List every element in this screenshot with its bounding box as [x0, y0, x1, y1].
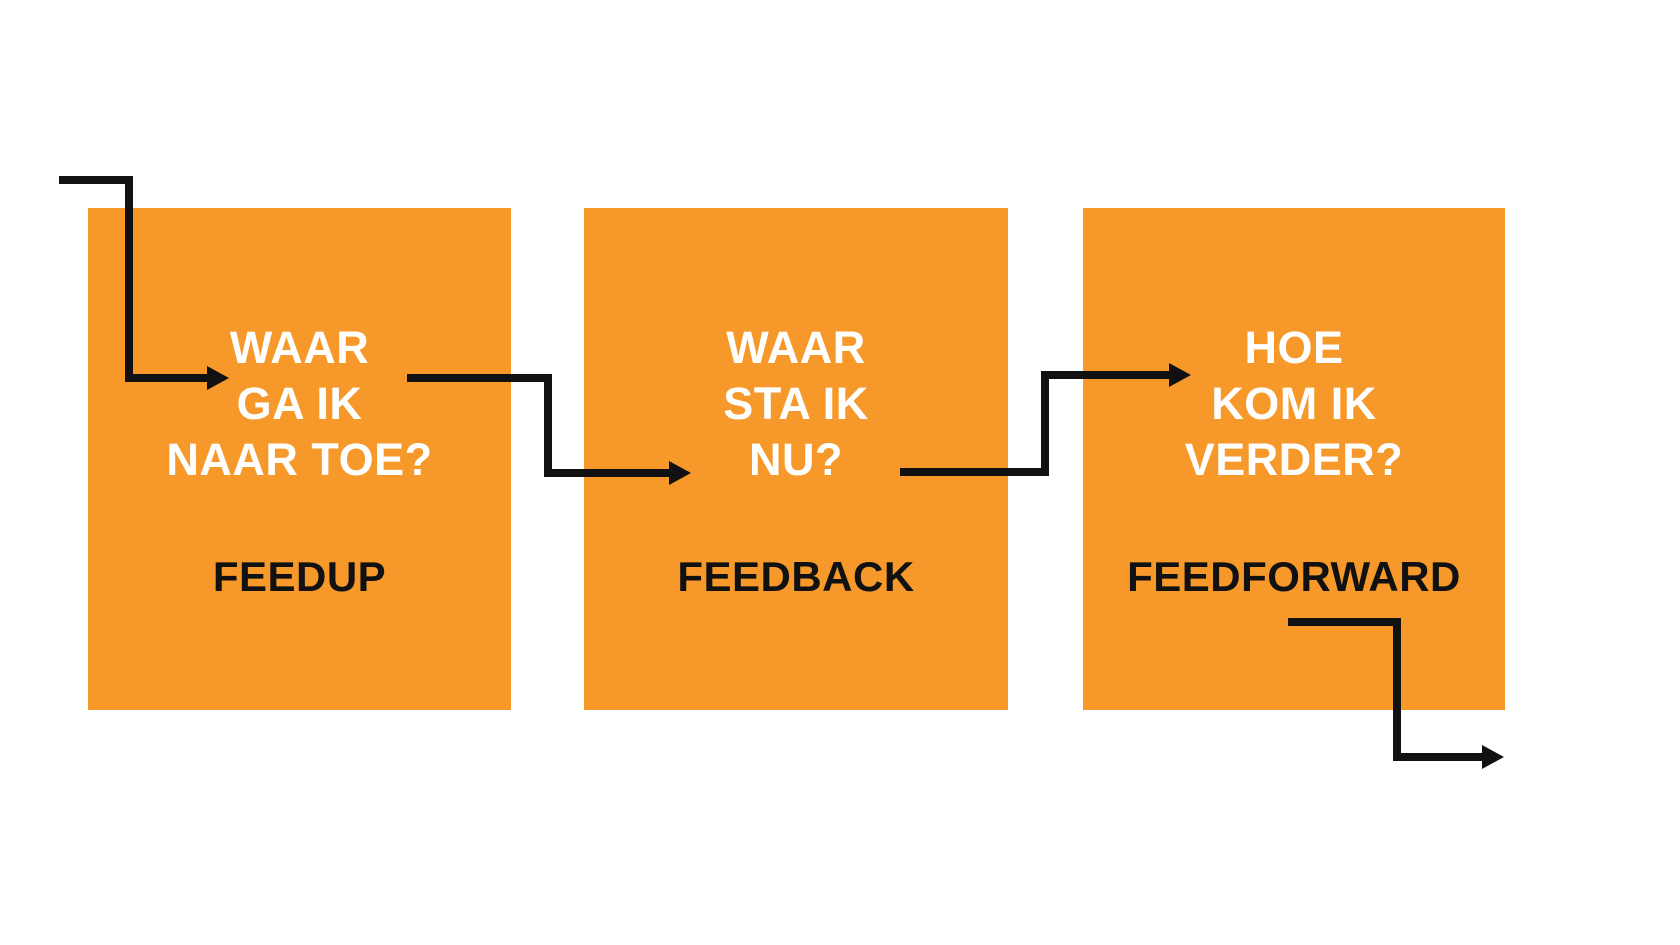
question-line: HOE [1244, 322, 1344, 373]
box-feedforward: HOE KOM IK VERDER? FEEDFORWARD [1083, 208, 1505, 710]
question-line: NU? [749, 434, 843, 485]
feedforward-question: HOE KOM IK VERDER? [1083, 320, 1505, 488]
question-line: KOM IK [1211, 378, 1377, 429]
question-line: WAAR [229, 322, 370, 373]
question-line: STA IK [723, 378, 869, 429]
feedback-label: FEEDBACK [677, 553, 915, 600]
question-line: VERDER? [1184, 434, 1404, 485]
feedup-label: FEEDUP [212, 553, 387, 600]
feedup-question: WAAR GA IK NAAR TOE? [88, 320, 511, 488]
question-line: NAAR TOE? [166, 434, 433, 485]
feedforward-label: FEEDFORWARD [1127, 553, 1461, 600]
question-line: WAAR [726, 322, 866, 373]
box-feedback: WAAR STA IK NU? FEEDBACK [584, 208, 1008, 710]
feedback-question: WAAR STA IK NU? [584, 320, 1008, 488]
box-feedup: WAAR GA IK NAAR TOE? FEEDUP [88, 208, 511, 710]
question-line: GA IK [236, 378, 363, 429]
